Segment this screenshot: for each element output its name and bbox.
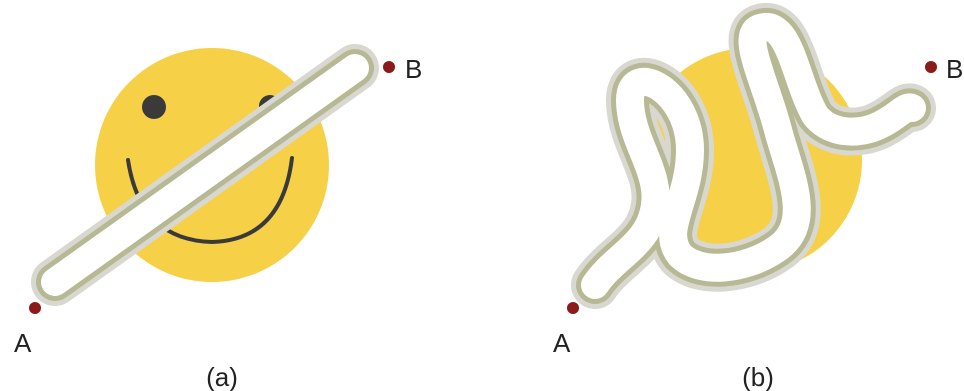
point-a-marker — [29, 302, 41, 314]
panel-a: A B (a) — [14, 48, 422, 391]
panel-b: A B (b) — [553, 27, 963, 391]
caption-a: (a) — [206, 362, 238, 391]
left-eye — [142, 95, 166, 119]
point-b-marker — [925, 61, 937, 73]
point-a-label: A — [553, 328, 571, 358]
point-b-label: B — [405, 54, 422, 84]
point-b-marker — [383, 61, 395, 73]
caption-b: (b) — [742, 362, 774, 391]
point-b-label: B — [946, 54, 963, 84]
point-a-label: A — [14, 328, 32, 358]
point-a-marker — [567, 302, 579, 314]
